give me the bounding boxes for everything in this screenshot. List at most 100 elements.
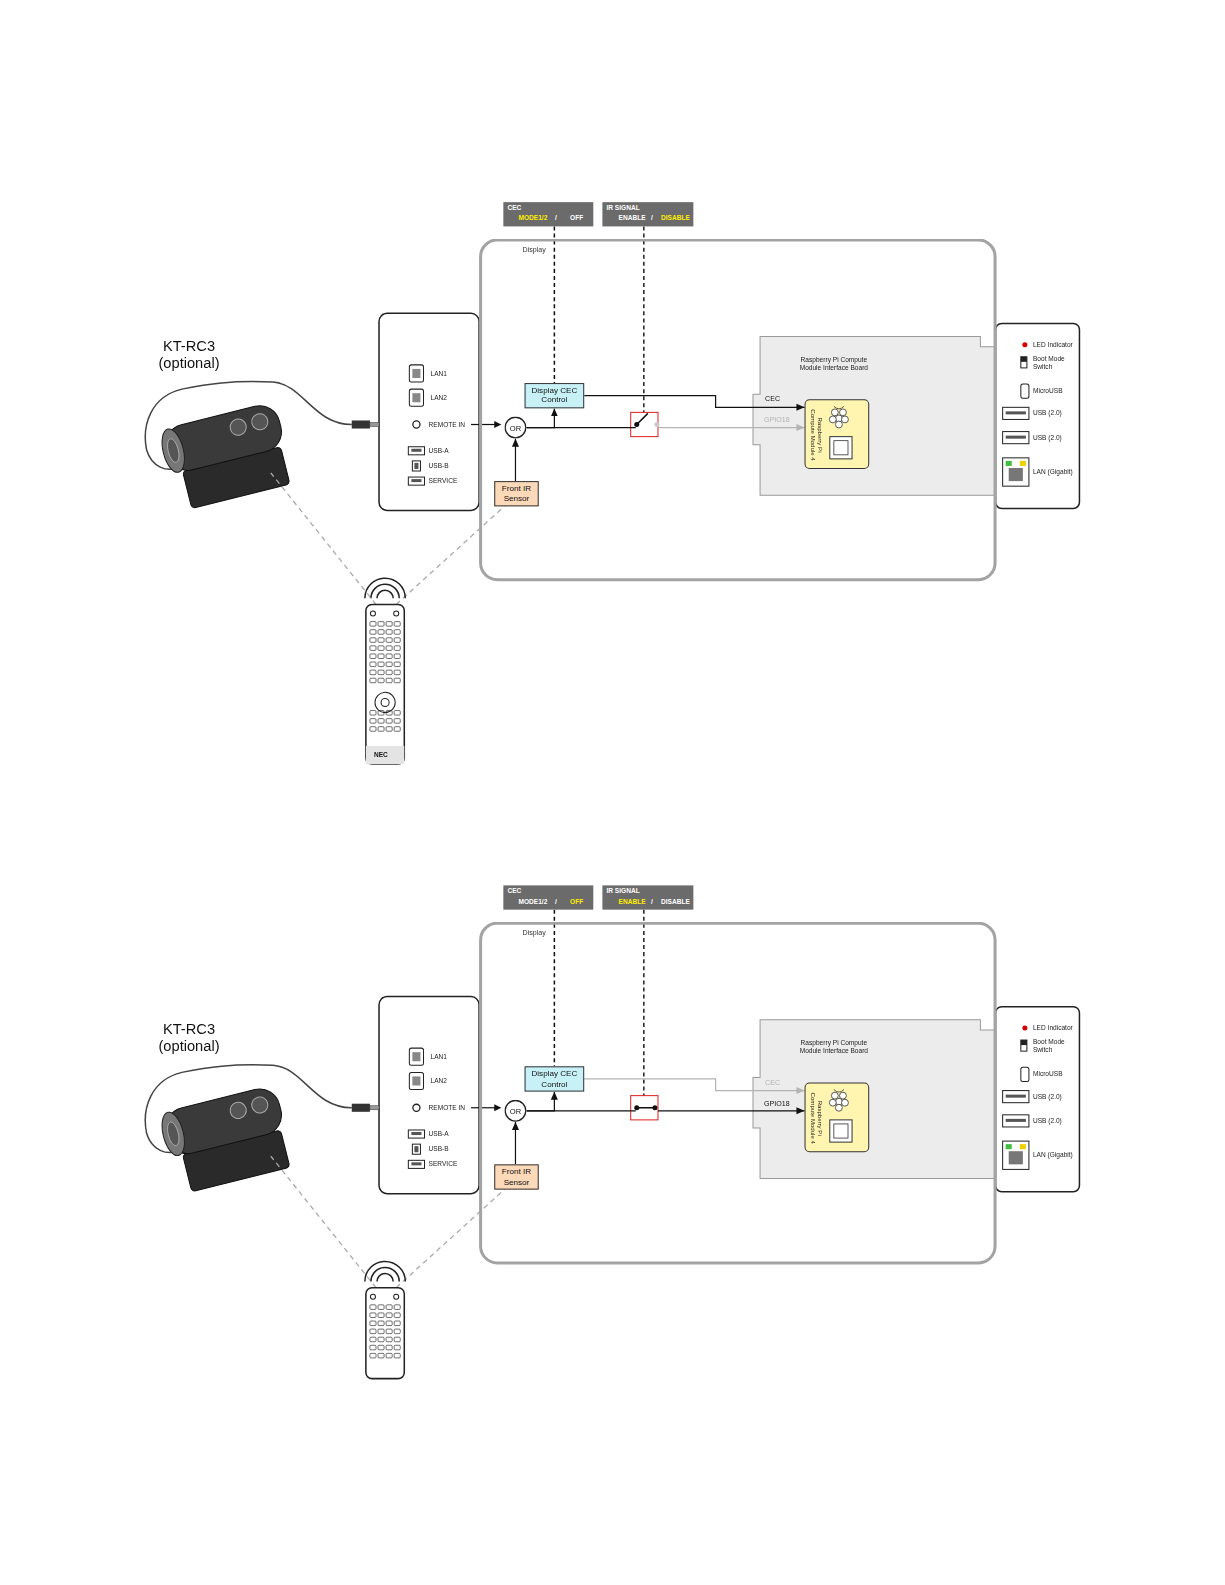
remote-button — [386, 1321, 392, 1326]
connector-line — [527, 427, 636, 428]
ir-beam — [396, 1189, 505, 1288]
connector-line — [658, 1110, 805, 1111]
connector-line — [584, 1079, 804, 1091]
usb-icon — [1003, 1115, 1029, 1127]
port-label: LAN1 — [431, 370, 447, 378]
option-text: MODE1/2 — [519, 898, 548, 906]
usb-icon — [1003, 432, 1029, 444]
usb-icon — [1006, 1119, 1026, 1122]
remote-button — [370, 662, 376, 667]
chip-icon — [830, 1120, 852, 1142]
raspberry-logo — [840, 409, 847, 416]
plug-tip — [370, 422, 379, 426]
lan-port-icon — [409, 1048, 423, 1065]
remote-button — [378, 1321, 384, 1326]
header-title: CEC — [507, 887, 521, 895]
remote-button — [370, 654, 376, 659]
arrowhead — [494, 421, 501, 428]
connector-line — [584, 396, 804, 408]
remote-button — [378, 1353, 384, 1358]
remote-button — [394, 1345, 400, 1350]
node-text: Raspberry Pi Compute Module 4 — [809, 404, 824, 465]
port-label: SERVICE — [429, 477, 458, 485]
connector — [527, 1092, 555, 1111]
raspberry-logo — [842, 1099, 849, 1106]
port-label: LAN (Gigabit) — [1033, 468, 1073, 476]
remote-button — [386, 1313, 392, 1318]
remote-footer — [366, 746, 404, 764]
remote-button — [394, 1294, 399, 1299]
connector-line — [554, 910, 556, 1067]
ir-wave — [371, 584, 399, 598]
port-label: LAN2 — [431, 1078, 447, 1086]
remote-button — [386, 622, 392, 627]
ir-wave — [371, 1267, 399, 1281]
boot-switch-icon — [1021, 357, 1027, 368]
remote-button — [386, 654, 392, 659]
switch-frame — [631, 412, 658, 436]
compute-module: Raspberry Pi Compute Module 4 — [805, 1082, 870, 1152]
remote-button — [378, 1329, 384, 1334]
lan-icon — [1003, 458, 1029, 486]
diagram-art — [145, 226, 1079, 764]
connector — [527, 408, 555, 427]
control-dash — [643, 910, 645, 1096]
remote-button — [394, 630, 400, 635]
plug — [352, 1104, 370, 1112]
or-gate: OR — [504, 416, 526, 438]
usb-icon — [1006, 411, 1026, 414]
remote-button — [378, 622, 384, 627]
connector — [554, 910, 555, 1067]
usb-a-icon — [408, 1130, 424, 1138]
remote-button — [378, 719, 384, 724]
remote-button — [378, 727, 384, 732]
connector — [554, 226, 555, 383]
device-window — [250, 1095, 270, 1115]
chip-icon — [834, 441, 848, 455]
node-text: Raspberry Pi Compute Module Interface Bo… — [793, 356, 874, 372]
option-text: OFF — [570, 214, 583, 222]
option-text: OFF — [570, 898, 583, 906]
remote-button — [394, 1337, 400, 1342]
port-label: USB-A — [429, 447, 449, 455]
remote-button — [386, 630, 392, 635]
remote-button — [394, 646, 400, 651]
interface-board-outline — [753, 1020, 996, 1179]
node-text: OR — [510, 1106, 521, 1115]
connector-line — [527, 1110, 636, 1111]
connector-line — [554, 226, 556, 383]
port-label: USB-A — [429, 1130, 449, 1138]
option-text: DISABLE — [661, 214, 690, 222]
interface-board: Raspberry Pi Compute Module Interface Bo… — [763, 1023, 998, 1182]
ir-beam — [271, 473, 376, 604]
remote-control — [366, 1288, 404, 1379]
remote-button — [394, 1321, 400, 1326]
boot-switch-icon — [1021, 1040, 1027, 1051]
connector — [527, 1110, 805, 1111]
signal-name: CEC — [765, 395, 780, 403]
function-box: Front IR Sensor — [494, 1164, 538, 1189]
node-text: Display CEC Control — [529, 386, 581, 405]
accessory-name: KT-RC3 (optional) — [143, 338, 236, 373]
raspberry-logo — [829, 1099, 836, 1106]
node-text: OR — [510, 423, 521, 432]
signal-name: GPIO18 — [764, 1100, 790, 1108]
remote-button — [370, 1313, 376, 1318]
switch-frame — [631, 1096, 658, 1120]
function-box: Display CEC Control — [525, 383, 585, 408]
remote-button — [370, 1337, 376, 1342]
boot-switch-icon — [1021, 1040, 1027, 1045]
switch-blade — [637, 413, 648, 424]
remote-button — [394, 654, 400, 659]
remote-button — [370, 727, 376, 732]
remote-button — [386, 646, 392, 651]
setting-header: IR SIGNALENABLE/DISABLE — [602, 202, 693, 226]
header-title: CEC — [507, 204, 521, 212]
port-label: USB (2.0) — [1033, 409, 1062, 417]
remote-in-jack — [413, 1104, 420, 1111]
chip-icon — [830, 437, 852, 459]
usb-icon — [1006, 436, 1026, 439]
raspberry-logo — [834, 1090, 844, 1093]
remote-button — [386, 727, 392, 732]
lan-icon — [1006, 1144, 1012, 1149]
